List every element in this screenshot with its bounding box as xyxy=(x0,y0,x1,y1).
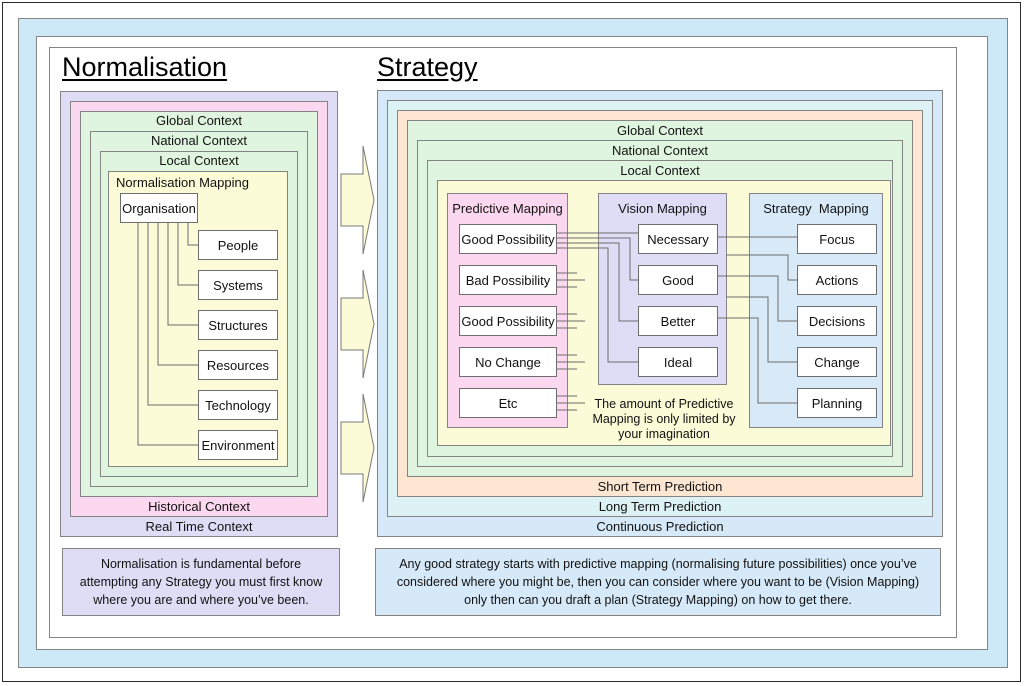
no-change-box: No Change xyxy=(459,347,557,377)
label-vision-mapping: Vision Mapping xyxy=(618,201,707,216)
organisation-box: Organisation xyxy=(120,193,198,223)
ideal-box: Ideal xyxy=(638,347,718,377)
label-continuous-prediction: Continuous Prediction xyxy=(596,519,724,534)
label-longterm-prediction: Long Term Prediction xyxy=(598,499,722,514)
bad-possibility-box: Bad Possibility xyxy=(459,265,557,295)
label-shortterm-prediction: Short Term Prediction xyxy=(597,479,723,494)
label-predictive-mapping: Predictive Mapping xyxy=(452,201,563,216)
people-box: People xyxy=(198,230,278,260)
label-strategy-mapping: Strategy Mapping xyxy=(763,201,869,216)
label-national-context-left: National Context xyxy=(150,133,248,148)
label-global-context-right: Global Context xyxy=(617,123,703,138)
normalisation-note-box: Normalisation is fundamental before atte… xyxy=(62,548,340,616)
environment-box: Environment xyxy=(198,430,278,460)
label-normalisation-mapping: Normalisation Mapping xyxy=(116,175,249,190)
actions-box: Actions xyxy=(797,265,877,295)
good-possibility-box-2: Good Possibility xyxy=(459,306,557,336)
focus-box: Focus xyxy=(797,224,877,254)
imagination-note: The amount of Predictive Mapping is only… xyxy=(592,397,736,441)
structures-box: Structures xyxy=(198,310,278,340)
change-box: Change xyxy=(797,347,877,377)
label-global-context-left: Global Context xyxy=(156,113,242,128)
label-historical-context: Historical Context xyxy=(148,499,250,514)
good-box: Good xyxy=(638,265,718,295)
planning-box: Planning xyxy=(797,388,877,418)
label-national-context-right: National Context xyxy=(611,143,709,158)
resources-box: Resources xyxy=(198,350,278,380)
label-local-context-right: Local Context xyxy=(620,163,700,178)
title-strategy: Strategy xyxy=(377,52,478,82)
strategy-note-box: Any good strategy starts with predictive… xyxy=(375,548,941,616)
better-box: Better xyxy=(638,306,718,336)
decisions-box: Decisions xyxy=(797,306,877,336)
good-possibility-box-1: Good Possibility xyxy=(459,224,557,254)
etc-box: Etc xyxy=(459,388,557,418)
necessary-box: Necessary xyxy=(638,224,718,254)
technology-box: Technology xyxy=(198,390,278,420)
label-realtime-context: Real Time Context xyxy=(145,519,253,534)
label-local-context-left: Local Context xyxy=(159,153,239,168)
title-normalisation: Normalisation xyxy=(62,52,228,82)
systems-box: Systems xyxy=(198,270,278,300)
